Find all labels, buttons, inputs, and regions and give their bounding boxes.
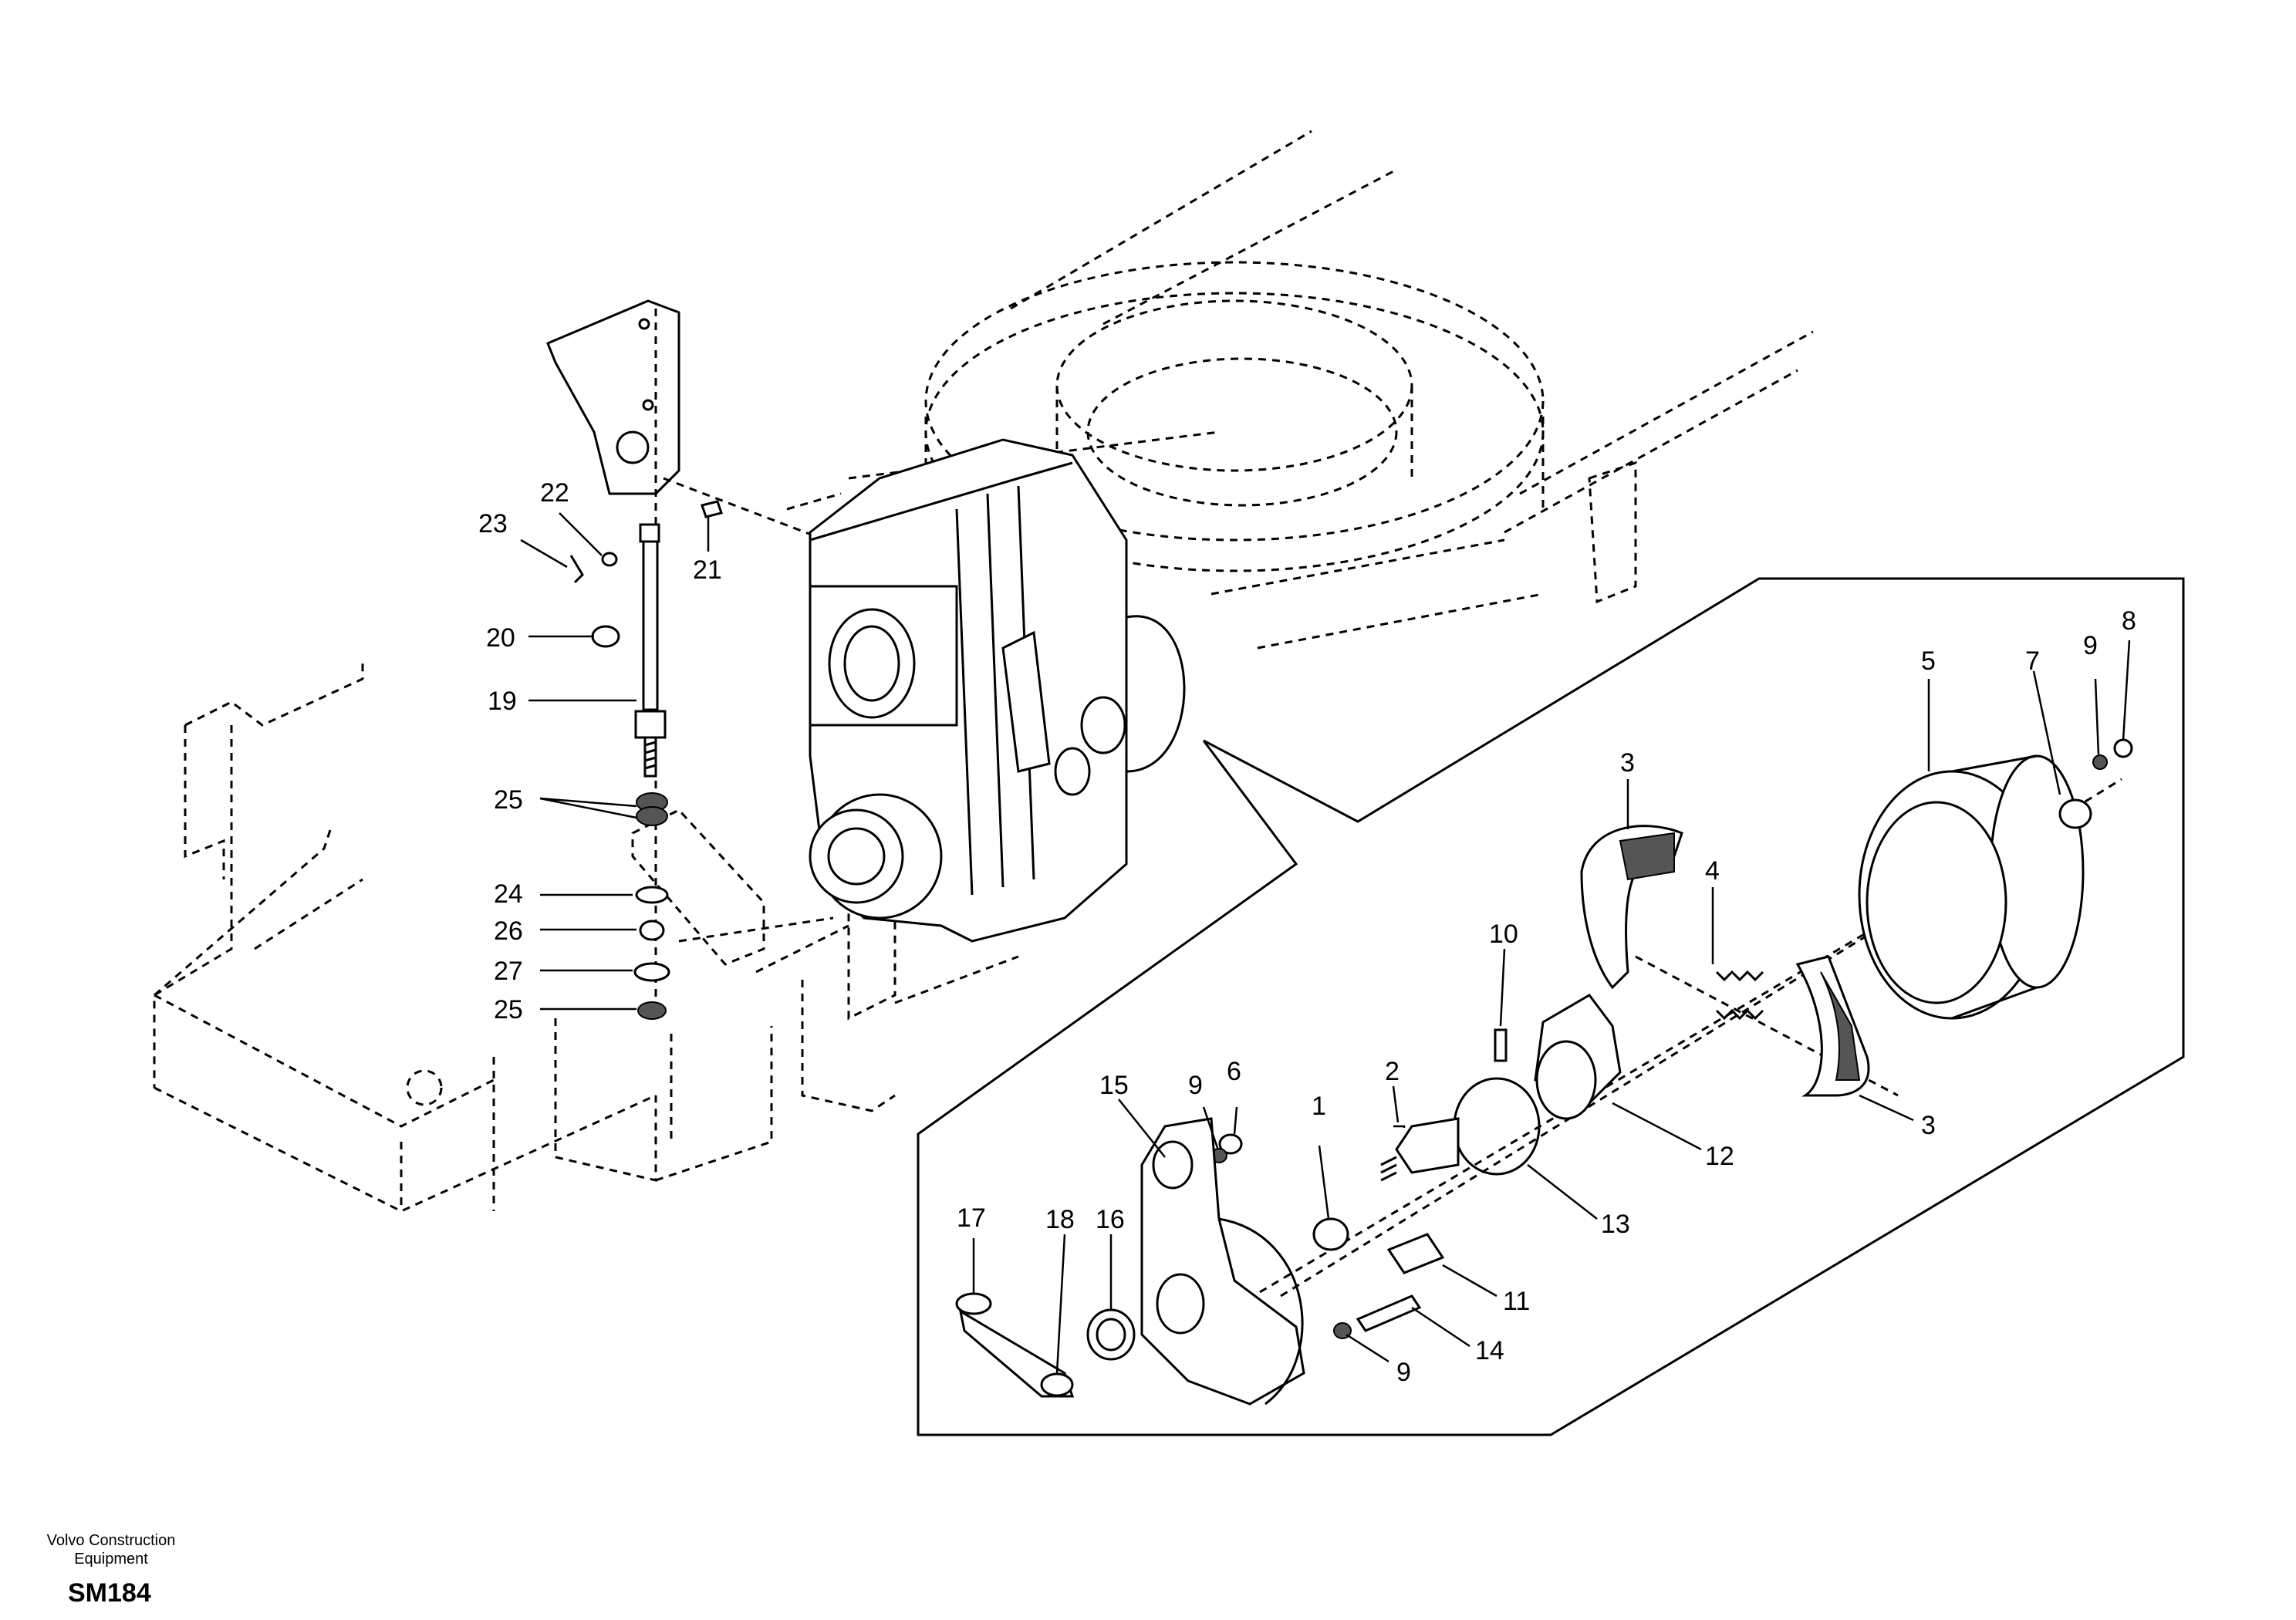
callout-4: 4: [1705, 856, 1720, 886]
part-16-seal-inner: [1096, 1318, 1126, 1352]
part-7-nut: [2058, 798, 2092, 829]
part-1-bushing: [1312, 1217, 1349, 1251]
callout-6: 6: [1227, 1057, 1241, 1086]
part-8-nut: [2113, 738, 2133, 758]
callout-20: 20: [486, 623, 515, 653]
callout-22: 22: [540, 478, 569, 508]
gearbox-housing: [809, 438, 1186, 943]
callout-5: 5: [1921, 646, 1936, 676]
callout-26: 26: [494, 916, 523, 946]
brake-shoe-lining-lower: [1820, 971, 1861, 1081]
part-6-bolt: [1218, 1133, 1243, 1155]
detail-view-frame: [917, 577, 2185, 1436]
mounting-bracket: [546, 299, 680, 495]
company-name: Volvo Construction Equipment: [46, 1532, 176, 1568]
callout-1: 1: [1312, 1092, 1326, 1121]
part-27-washer: [633, 962, 670, 982]
callout-3-lower: 3: [1921, 1111, 1936, 1140]
part-5-brake-drum: [1858, 754, 2085, 1020]
part-24-washer: [635, 886, 669, 904]
callout-16: 16: [1096, 1205, 1125, 1234]
callout-12: 12: [1705, 1142, 1734, 1171]
part-17-lever-eye: [955, 1292, 992, 1315]
part-18-pin: [1040, 1372, 1074, 1397]
part-25-nut-lower: [637, 1001, 667, 1020]
part-4-spring-upper: [1715, 970, 1764, 982]
callout-24: 24: [494, 879, 523, 909]
leader-lines: [520, 512, 2131, 1374]
callout-7: 7: [2025, 646, 2040, 676]
part-9-washer-upper: [2092, 754, 2108, 770]
callout-18: 18: [1045, 1205, 1075, 1234]
part-23-split-pin: [569, 555, 584, 584]
part-13-snap-ring: [1453, 1077, 1541, 1176]
callout-labels: 23 22 20 19 25 24 26 27 25 21 3 4 5 7 9 …: [478, 478, 2136, 1387]
part-11-pin: [1386, 1233, 1445, 1274]
part-20-grease-nipple: [591, 625, 620, 648]
callout-27: 27: [494, 957, 523, 986]
brake-shoe-lining-upper: [1619, 832, 1675, 881]
drawing-code: SM184: [68, 1578, 151, 1608]
callout-2: 2: [1385, 1057, 1400, 1086]
part-26-bushing: [639, 920, 665, 941]
part-14-bolt: [1356, 1294, 1422, 1332]
part-22-nut: [601, 552, 618, 567]
bracket-centerline: [663, 477, 826, 542]
callout-25-lower: 25: [494, 995, 523, 1024]
callout-14: 14: [1475, 1336, 1504, 1365]
callout-25-upper: 25: [494, 785, 523, 815]
callout-9-mid: 9: [1188, 1071, 1203, 1100]
callout-11: 11: [1503, 1287, 1530, 1316]
callout-9-upper: 9: [2083, 631, 2098, 660]
callout-15: 15: [1099, 1071, 1129, 1100]
callout-19: 19: [488, 687, 517, 716]
part-10-bolt: [1494, 1028, 1508, 1062]
part-2-cam-thread: [1380, 1156, 1397, 1182]
callout-13: 13: [1601, 1210, 1630, 1239]
callout-17: 17: [957, 1203, 986, 1233]
callout-9-lower: 9: [1396, 1358, 1411, 1387]
part-12-flange: [1535, 1040, 1597, 1120]
callout-3-upper: 3: [1620, 748, 1635, 778]
part-4-spring-lower: [1715, 1008, 1764, 1021]
part-25-nuts-upper: [636, 792, 668, 826]
lower-frame-outline: [153, 663, 1019, 1213]
part-19-rod: [634, 523, 667, 778]
callout-8: 8: [2122, 606, 2136, 636]
part-2-cam: [1395, 1117, 1460, 1174]
callout-10: 10: [1489, 920, 1518, 949]
part-21-bolt: [701, 500, 723, 518]
callout-21: 21: [693, 555, 722, 585]
callout-23: 23: [478, 509, 508, 538]
